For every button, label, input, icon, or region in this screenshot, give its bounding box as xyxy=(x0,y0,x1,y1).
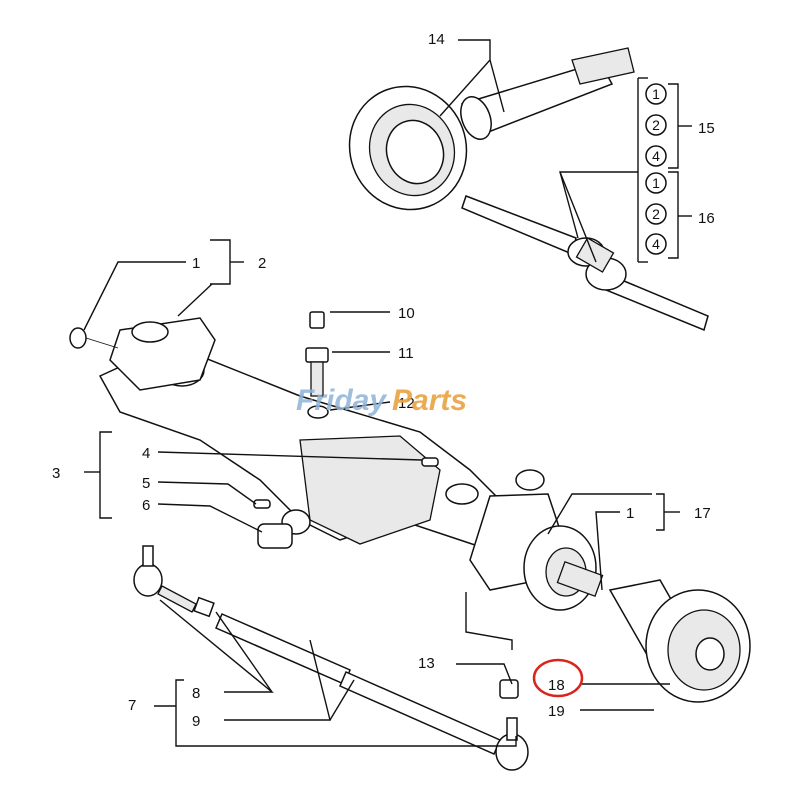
kit-code-circle xyxy=(645,233,667,255)
kit-codes: 1 2 4 1 2 4 xyxy=(645,83,667,255)
label-7: 7 xyxy=(128,697,136,714)
kit-code-circle xyxy=(645,145,667,167)
kit-code-15a: 1 xyxy=(652,86,660,102)
watermark-part-b: Parts xyxy=(392,384,467,417)
label-12: 12 xyxy=(398,395,415,412)
wheel-hub xyxy=(608,579,751,703)
label-1b: 1 xyxy=(626,505,634,522)
part-labels: 14 15 16 1 2 10 11 12 4 3 5 6 1 17 13 18… xyxy=(52,31,715,730)
highlight-circle-18 xyxy=(532,658,584,698)
label-2: 2 xyxy=(258,255,266,272)
label-5: 5 xyxy=(142,475,150,492)
watermark: Friday Parts xyxy=(296,384,467,417)
label-14: 14 xyxy=(428,31,445,48)
kit-code-circle xyxy=(645,114,667,136)
label-19: 19 xyxy=(548,703,565,720)
crown-wheel-pinion xyxy=(348,47,635,211)
label-16: 16 xyxy=(698,210,715,227)
drive-shaft xyxy=(461,195,709,332)
bolt-assembly xyxy=(305,311,329,419)
label-18: 18 xyxy=(548,677,565,694)
label-3: 3 xyxy=(52,465,60,482)
kit-code-circle xyxy=(645,203,667,225)
tie-rod-assembly xyxy=(133,545,529,771)
label-6: 6 xyxy=(142,497,150,514)
watermark-part-a: Friday xyxy=(296,384,387,417)
label-4: 4 xyxy=(142,445,150,462)
label-13: 13 xyxy=(418,655,435,672)
label-11: 11 xyxy=(398,345,414,362)
left-steering-knuckle xyxy=(69,317,216,391)
kit-code-15c: 4 xyxy=(652,148,660,164)
kit-code-16a: 1 xyxy=(652,175,660,191)
label-9: 9 xyxy=(192,713,200,730)
label-10: 10 xyxy=(398,305,415,322)
kit-code-16b: 2 xyxy=(652,206,660,222)
kit-code-15b: 2 xyxy=(652,117,660,133)
label-1: 1 xyxy=(192,255,200,272)
label-15: 15 xyxy=(698,120,715,137)
label-17: 17 xyxy=(694,505,711,522)
right-steering-knuckle xyxy=(469,469,604,611)
kit-code-circle xyxy=(645,83,667,105)
pins xyxy=(253,457,439,509)
leader-lines xyxy=(83,39,692,747)
label-8: 8 xyxy=(192,685,200,702)
kit-code-16c: 4 xyxy=(652,236,660,252)
kit-code-circle xyxy=(645,172,667,194)
